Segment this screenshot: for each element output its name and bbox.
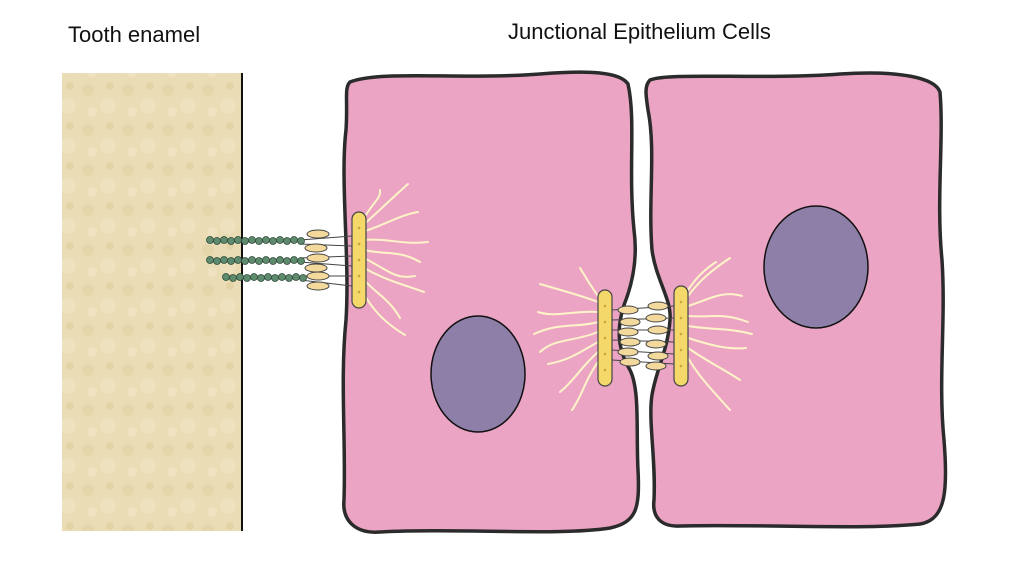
epithelial-cell-left	[341, 70, 641, 534]
desmosome-plaque-right	[673, 285, 689, 387]
basal-lamina-strands	[206, 236, 307, 282]
anchoring-proteins	[299, 229, 353, 291]
nucleus-left	[430, 315, 526, 433]
desmosome-filaments-right	[687, 257, 753, 411]
tooth-enamel-label: Tooth enamel	[68, 22, 201, 47]
cadherin-proteins	[611, 301, 675, 371]
nucleus-right	[763, 205, 869, 329]
desmosome-filaments-left	[533, 267, 599, 411]
tooth-enamel	[62, 73, 243, 531]
junctional-epithelium-label: Junctional Epithelium Cells	[508, 19, 771, 44]
